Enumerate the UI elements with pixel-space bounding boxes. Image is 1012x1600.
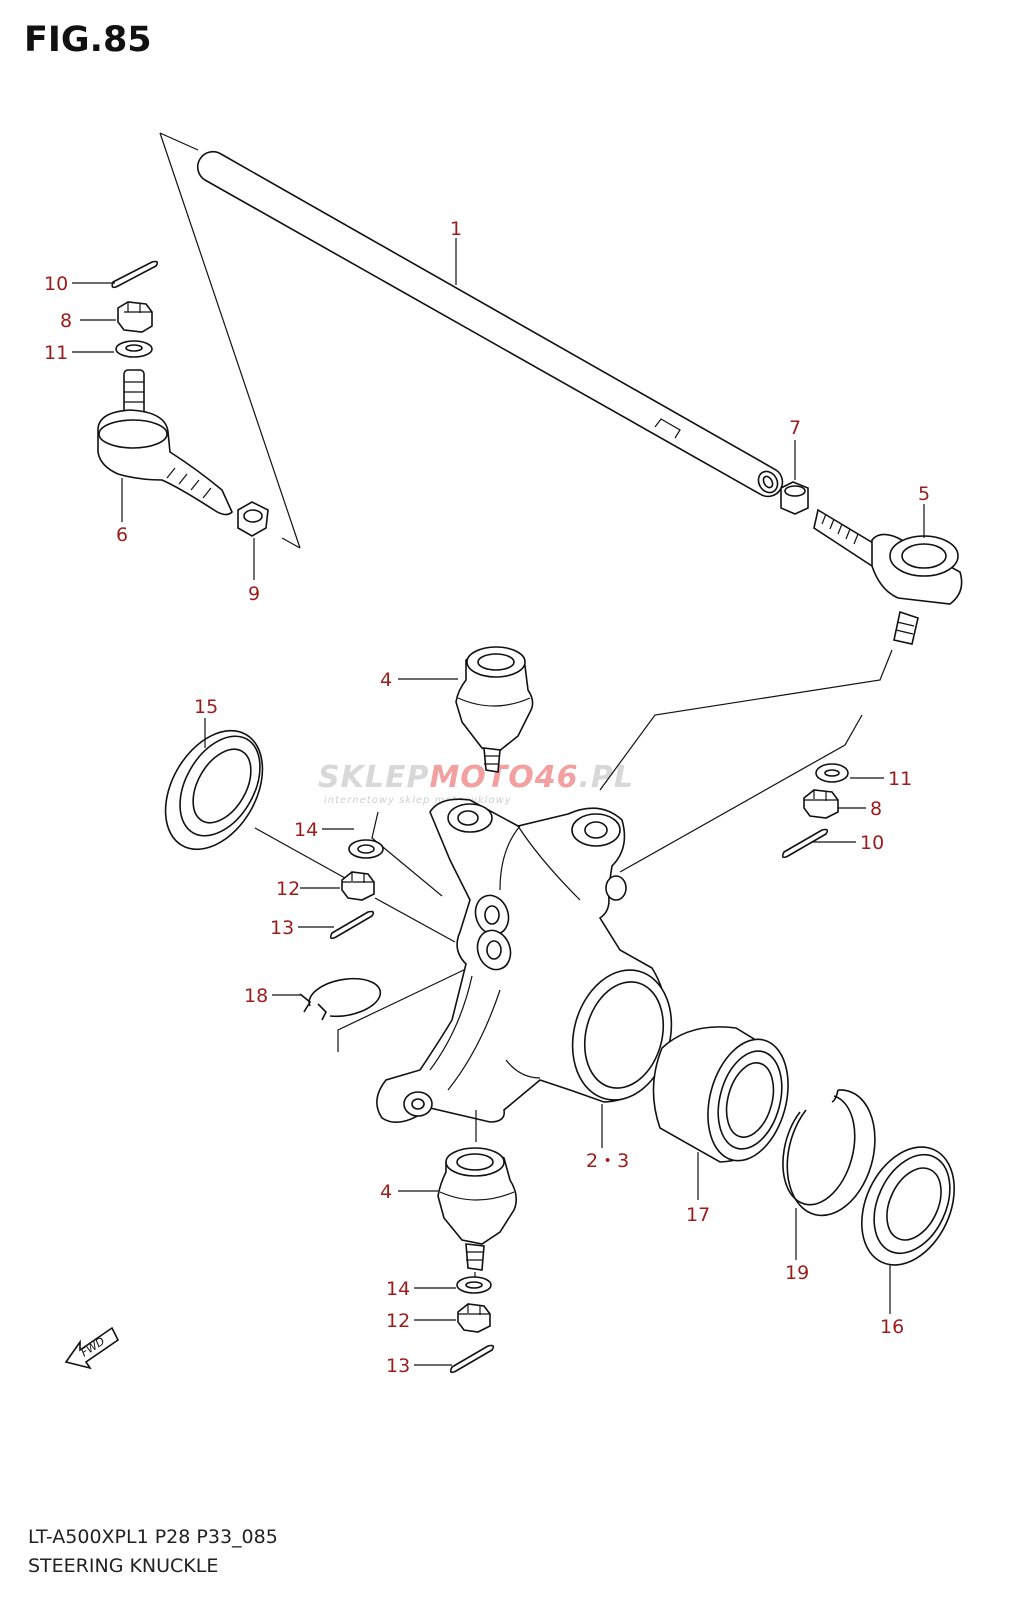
callout-1: 1 <box>450 218 462 240</box>
washer-14-upper <box>348 839 384 859</box>
callout-6: 6 <box>116 524 128 546</box>
oil-seal-15 <box>164 729 264 851</box>
watermark-brand: SKLEPMOTO46.PL <box>318 760 678 795</box>
callout-4-bottom: 4 <box>380 1181 392 1203</box>
castle-nut-12-upper <box>341 871 375 901</box>
washer-14-lower <box>456 1276 492 1294</box>
lock-nut-7 <box>780 481 809 515</box>
cotter-pin-13-upper <box>329 910 375 940</box>
callout-19: 19 <box>785 1262 809 1284</box>
watermark-brand-part1: SKLEP <box>318 760 430 795</box>
watermark-tagline: internetowy sklep motocyklowy <box>324 795 512 806</box>
watermark-brand-part3: .PL <box>578 760 635 795</box>
cotter-pin-13-lower <box>449 1344 495 1374</box>
callout-13-upper: 13 <box>270 917 294 939</box>
washer-11-right <box>815 763 849 783</box>
tie-rod-bracket-lines <box>159 132 301 549</box>
callout-10-left: 10 <box>44 273 68 295</box>
watermark: SKLEPMOTO46.PL internetowy sklep motocyk… <box>318 760 678 806</box>
nut-9 <box>237 501 269 537</box>
washer-11-left <box>115 340 153 358</box>
callout-8-right: 8 <box>870 798 882 820</box>
castle-nut-12-lower <box>457 1303 491 1333</box>
callout-15: 15 <box>194 696 218 718</box>
callout-4-top: 4 <box>380 669 392 691</box>
fwd-arrow-icon: FWD <box>64 1326 120 1370</box>
tie-rod-tube <box>196 150 784 498</box>
callout-10-right: 10 <box>860 832 884 854</box>
callout-8-left: 8 <box>60 310 72 332</box>
callout-16: 16 <box>880 1316 904 1338</box>
cotter-pin-10-left <box>111 260 159 289</box>
callout-5: 5 <box>918 483 930 505</box>
figure-title: FIG.85 <box>24 20 152 60</box>
callout-17: 17 <box>686 1204 710 1226</box>
callout-9: 9 <box>248 583 260 605</box>
assembly-lines <box>254 649 893 1052</box>
callout-12-upper: 12 <box>276 878 300 900</box>
watermark-brand-part2: MOTO46 <box>429 760 579 795</box>
callout-11-right: 11 <box>888 768 912 790</box>
leader-lines <box>72 238 925 1366</box>
callout-labels: 1 10 8 11 6 9 7 5 4 15 11 8 10 14 12 13 … <box>44 218 930 1377</box>
circlip-18 <box>299 977 382 1021</box>
callout-7: 7 <box>789 417 801 439</box>
callout-2-3: 2・3 <box>586 1150 629 1172</box>
callout-13-lower: 13 <box>386 1355 410 1377</box>
model-code: LT-A500XPL1 P28 P33_085 <box>28 1526 278 1548</box>
callout-12-lower: 12 <box>386 1310 410 1332</box>
castle-nut-8-right <box>803 789 839 819</box>
diagram-title: STEERING KNUCKLE <box>28 1555 219 1577</box>
tie-rod-end-right <box>813 508 963 645</box>
tie-rod-end-left <box>97 369 233 516</box>
ball-joint-lower <box>437 1110 518 1282</box>
callout-14-upper: 14 <box>294 819 318 841</box>
wheel-bearing-17 <box>652 1026 789 1163</box>
cotter-pin-10-right <box>781 828 829 859</box>
circlip-19 <box>782 1089 876 1217</box>
steering-knuckle <box>376 798 673 1124</box>
ball-joint-upper <box>455 646 534 773</box>
callout-14-lower: 14 <box>386 1278 410 1300</box>
castle-nut-8-left <box>117 301 153 333</box>
oil-seal-16 <box>860 1146 956 1266</box>
callout-18: 18 <box>244 985 268 1007</box>
callout-11-left: 11 <box>44 342 68 364</box>
